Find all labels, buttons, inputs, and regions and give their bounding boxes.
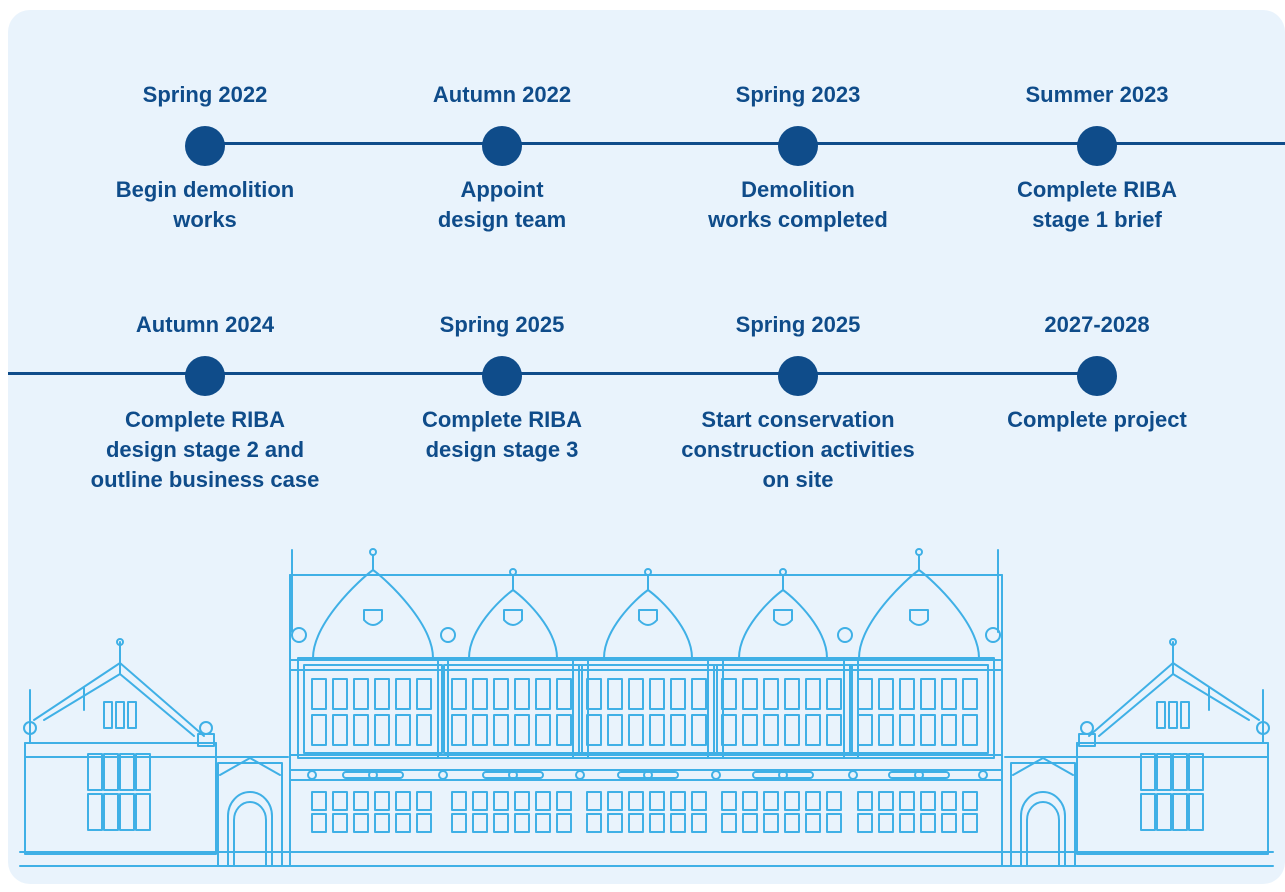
milestone-dot: [185, 126, 225, 166]
milestone-description: Start conservation construction activiti…: [681, 407, 915, 492]
milestone-period: Autumn 2022: [432, 82, 572, 107]
milestone-dot: [1077, 126, 1117, 166]
milestone-description: Appoint design team: [437, 177, 567, 232]
milestone-description: Complete RIBA stage 1 brief: [1016, 177, 1178, 232]
timeline-line-row-1: [205, 142, 1285, 145]
milestone-description: Begin demolition works: [115, 177, 295, 232]
milestone-description: Complete project: [1007, 407, 1187, 432]
milestone-description: Complete RIBA design stage 3: [421, 407, 583, 462]
milestone-period: Spring 2023: [735, 82, 861, 107]
milestone-dot: [185, 356, 225, 396]
milestone-description: Demolition works completed: [708, 177, 888, 232]
timeline-panel: Spring 2022 Begin demolition works Autum…: [8, 10, 1285, 884]
milestone-dot: [482, 356, 522, 396]
milestone-dot: [1077, 356, 1117, 396]
historic-building-icon: [19, 548, 1274, 867]
timeline-line-row-2: [8, 372, 1099, 375]
milestone-period: Autumn 2024: [135, 312, 275, 337]
milestone-dot: [778, 126, 818, 166]
milestone-dot: [482, 126, 522, 166]
milestone-period: 2027-2028: [1044, 312, 1150, 337]
milestone-period: Summer 2023: [1025, 82, 1169, 107]
milestone-period: Spring 2025: [735, 312, 861, 337]
milestone-period: Spring 2022: [142, 82, 268, 107]
milestone-description: Complete RIBA design stage 2 and outline…: [90, 407, 320, 492]
milestone-period: Spring 2025: [439, 312, 565, 337]
milestone-dot: [778, 356, 818, 396]
